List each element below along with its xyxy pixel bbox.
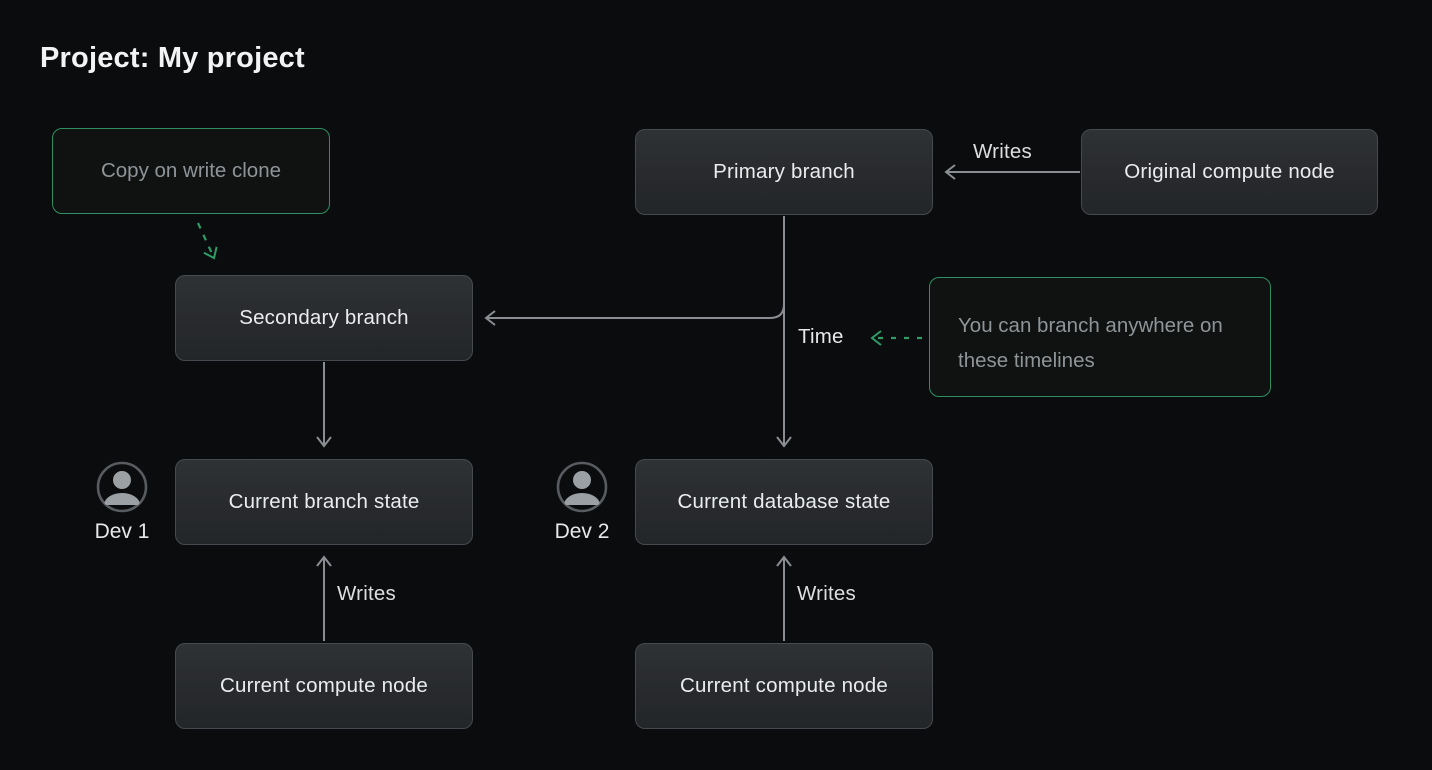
edge-label-writes-left: Writes: [337, 582, 396, 605]
edge-copy-on-write-dashed: [196, 222, 218, 260]
person-icon: [555, 460, 609, 514]
node-current-compute-right: Current compute node: [635, 643, 933, 729]
person-icon: [95, 460, 149, 514]
annotation-branch-anywhere-label: You can branch anywhere on these timelin…: [958, 314, 1223, 372]
edge-label-time: Time: [798, 325, 844, 348]
annotation-branch-anywhere: You can branch anywhere on these timelin…: [929, 277, 1271, 397]
edge-branch-to-secondary: [484, 298, 785, 326]
actor-dev-2: Dev 2: [546, 460, 618, 544]
node-current-database-state: Current database state: [635, 459, 933, 545]
annotation-copy-on-write: Copy on write clone: [52, 128, 330, 214]
node-current-branch-state: Current branch state: [175, 459, 473, 545]
node-original-compute-label: Original compute node: [1124, 160, 1335, 183]
node-current-compute-right-label: Current compute node: [680, 674, 888, 697]
node-current-database-state-label: Current database state: [677, 490, 891, 513]
node-original-compute: Original compute node: [1081, 129, 1378, 215]
node-current-compute-left-label: Current compute node: [220, 674, 428, 697]
actor-dev-1: Dev 1: [86, 460, 158, 544]
page-title: Project: My project: [40, 42, 305, 74]
node-primary-branch: Primary branch: [635, 129, 933, 215]
edge-label-writes-right: Writes: [797, 582, 856, 605]
node-secondary-branch-label: Secondary branch: [239, 306, 409, 329]
edge-label-writes-top: Writes: [973, 140, 1032, 163]
node-secondary-branch: Secondary branch: [175, 275, 473, 361]
actor-dev-2-name: Dev 2: [554, 520, 610, 543]
annotation-copy-on-write-label: Copy on write clone: [100, 159, 282, 182]
node-current-branch-state-label: Current branch state: [228, 490, 420, 513]
actor-dev-1-name: Dev 1: [94, 520, 150, 543]
node-primary-branch-label: Primary branch: [713, 160, 855, 183]
node-current-compute-left: Current compute node: [175, 643, 473, 729]
